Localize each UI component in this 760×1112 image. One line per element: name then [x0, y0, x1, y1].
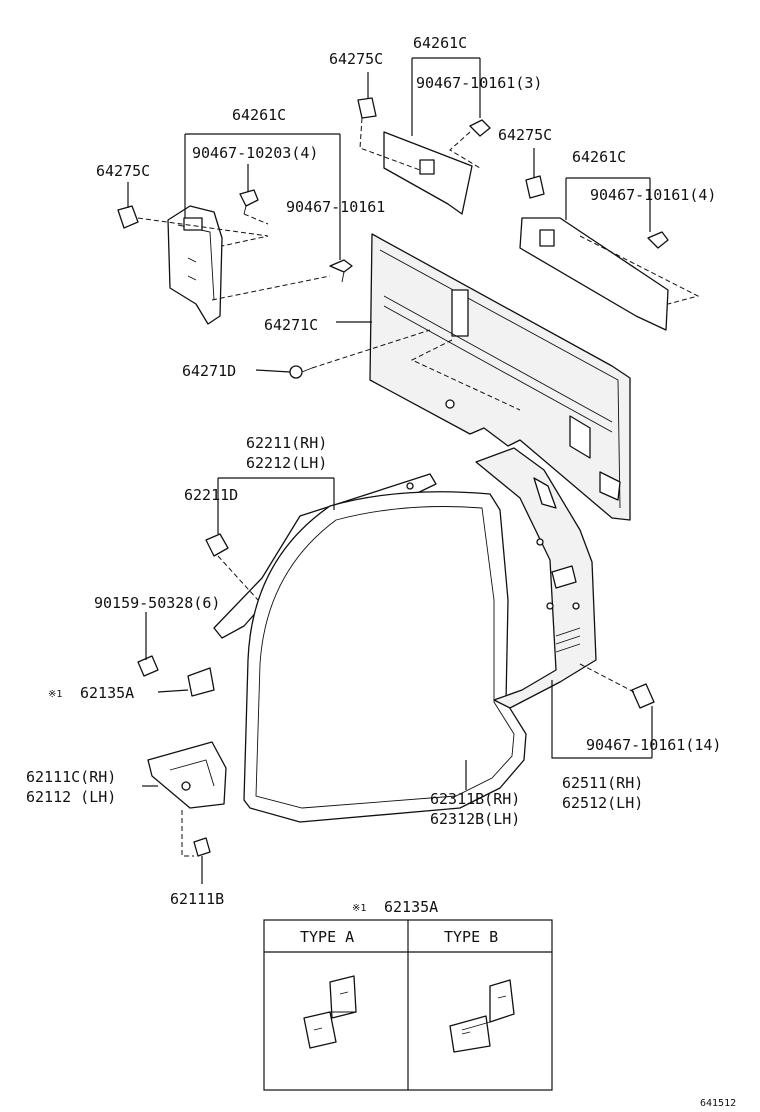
label-64275c-right: 64275C — [498, 126, 552, 144]
clip-62111b — [193, 837, 211, 857]
label-90467-10161-14: 90467-10161(14) — [586, 736, 721, 754]
label-62135a: 62135A — [80, 684, 134, 702]
label-62312b-lh: 62312B(LH) — [430, 810, 520, 828]
cap-64275c-top — [357, 97, 377, 119]
label-64275c-top: 64275C — [329, 50, 383, 68]
part-labels: 64275C 64261C 90467-10161(3) 64261C 9046… — [26, 34, 721, 908]
bracket-type-b — [449, 979, 515, 1053]
label-64271d: 64271D — [182, 362, 236, 380]
bracket-62135a — [187, 667, 215, 697]
leader-lines — [127, 57, 653, 884]
top-middle-trim-strip — [383, 131, 473, 215]
quarter-trim-62511 — [475, 447, 597, 709]
back-panel-64271c — [369, 233, 631, 521]
label-90467-10161-3: 90467-10161(3) — [416, 74, 542, 92]
left-upper-trim-panel — [167, 205, 223, 325]
label-62311b-rh: 62311B(RH) — [430, 790, 520, 808]
label-90467-10161-4: 90467-10161(4) — [590, 186, 716, 204]
label-64261c-left: 64261C — [232, 106, 286, 124]
detail-type-b: TYPE B — [444, 928, 498, 946]
label-62211-rh: 62211(RH) — [246, 434, 327, 452]
label-62211d: 62211D — [184, 486, 238, 504]
detail-box-62135a: ※1 62135A TYPE A TYPE B — [263, 898, 553, 1091]
label-90159-50328-6: 90159-50328(6) — [94, 594, 220, 612]
sill-step-62111c — [147, 741, 227, 809]
pin-64271d — [289, 365, 313, 379]
clip-90467-10161-left — [329, 259, 353, 283]
label-62112-lh: 62112 (LH) — [26, 788, 116, 806]
right-trim-strip — [519, 217, 669, 331]
label-note-mark-1: ※1 — [48, 689, 62, 700]
bracket-type-a — [303, 975, 357, 1049]
detail-type-a: TYPE A — [300, 928, 354, 946]
detail-note-mark: ※1 — [352, 903, 366, 914]
label-62212-lh: 62212(LH) — [246, 454, 327, 472]
clip-90467-10161-right — [647, 231, 669, 249]
cap-64275c-right — [525, 175, 545, 199]
clip-90467-10203 — [239, 189, 259, 215]
label-62111c-rh: 62111C(RH) — [26, 768, 116, 786]
label-90467-10161: 90467-10161 — [286, 198, 385, 216]
label-62111b: 62111B — [170, 890, 224, 908]
clip-90467-10161-top — [469, 119, 491, 137]
label-62512-lh: 62512(LH) — [562, 794, 643, 812]
label-64275c-left: 64275C — [96, 162, 150, 180]
screw-90159-50328 — [137, 655, 159, 677]
cap-64275c-left — [117, 205, 139, 229]
label-64271c: 64271C — [264, 316, 318, 334]
label-64261c-right: 64261C — [572, 148, 626, 166]
detail-title: 62135A — [384, 898, 438, 916]
clip-90467-10161-14 — [631, 683, 655, 709]
clip-62211d — [205, 533, 229, 557]
label-62511-rh: 62511(RH) — [562, 774, 643, 792]
diagram-code: 641512 — [700, 1098, 736, 1109]
label-64261c-top: 64261C — [413, 34, 467, 52]
label-90467-10203-4: 90467-10203(4) — [192, 144, 318, 162]
